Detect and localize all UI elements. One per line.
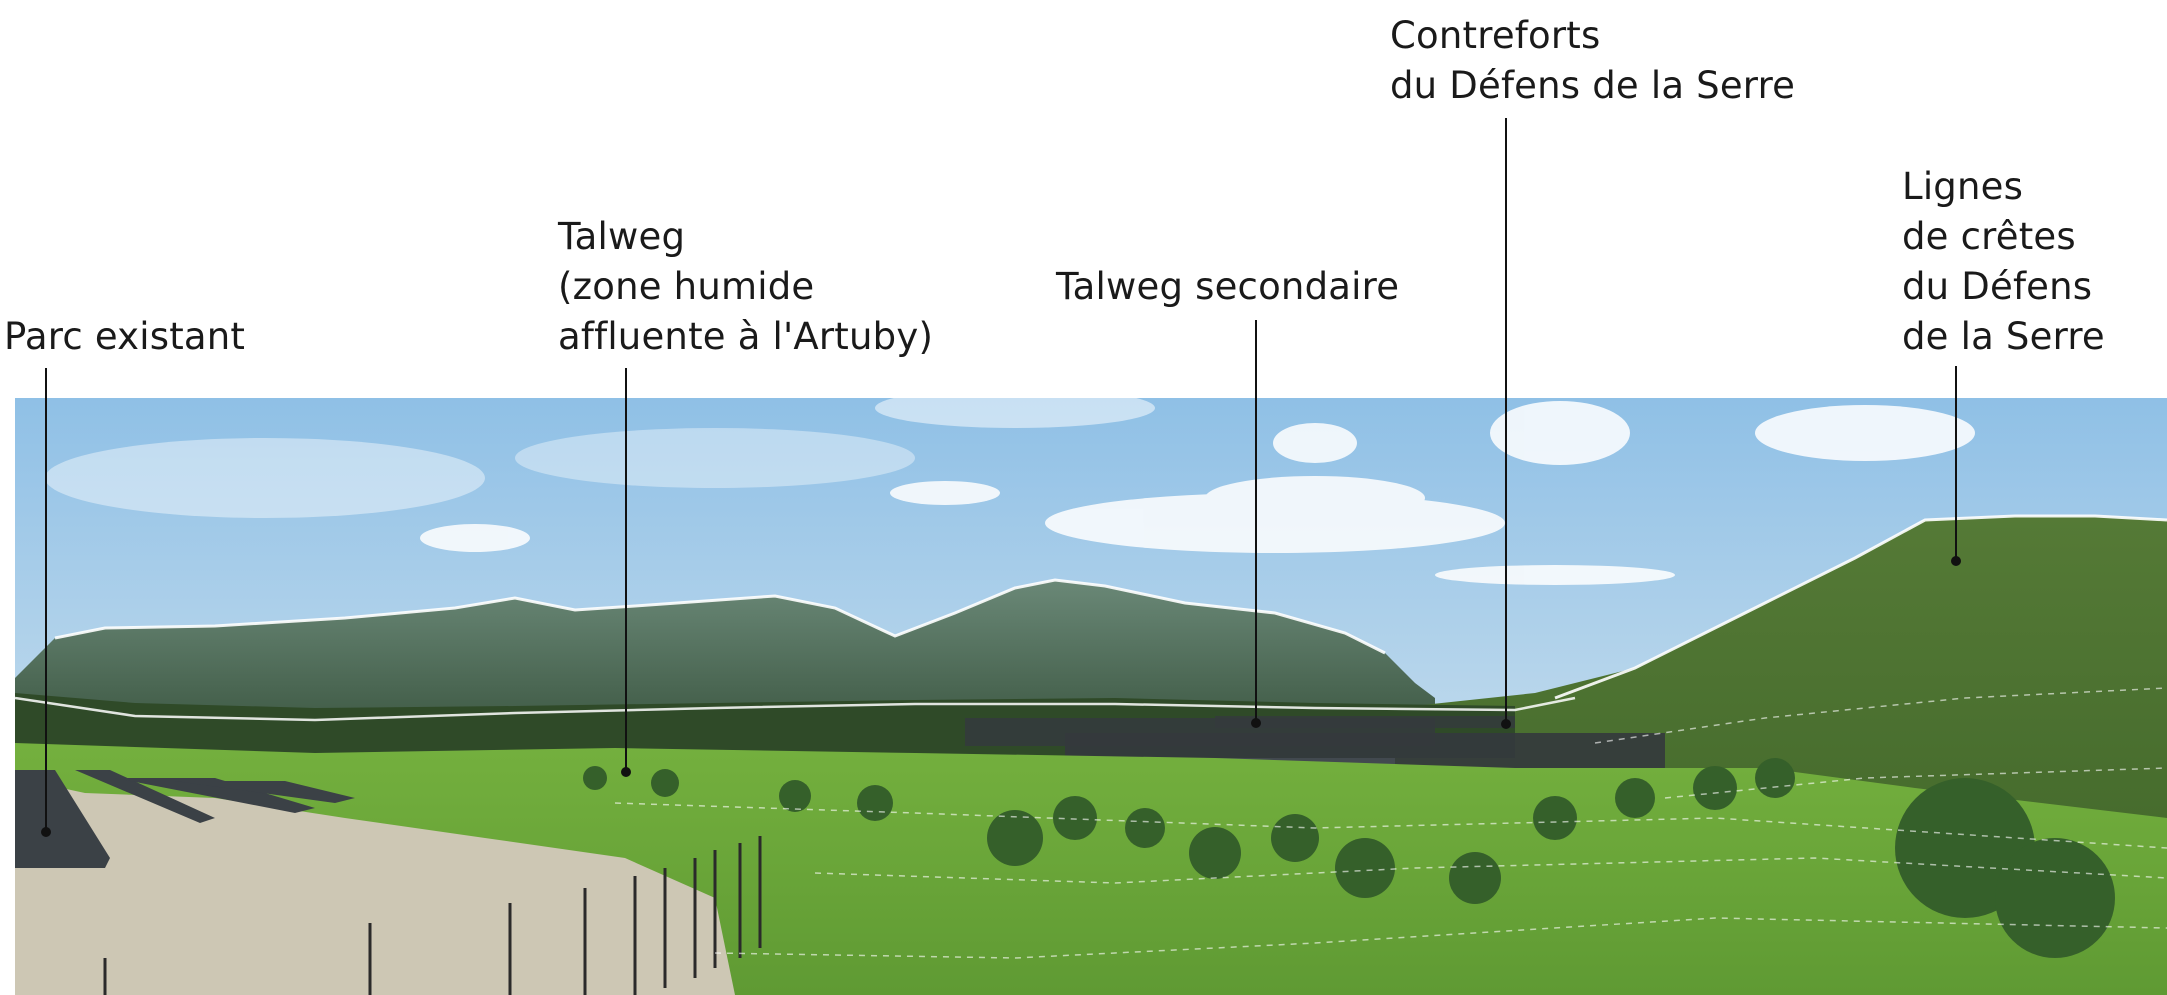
label-parc-existant: Parc existant xyxy=(4,315,246,358)
leader-line-parc xyxy=(41,368,51,837)
label-talweg-secondaire: Talweg secondaire xyxy=(1056,265,1400,308)
ridge-line xyxy=(54,578,1386,655)
leader-line-lignes-de-cretes xyxy=(1951,366,1961,566)
contreforts-line xyxy=(15,696,1576,722)
leader-line-contreforts xyxy=(1501,118,1511,729)
leader-line-talweg-secondaire xyxy=(1251,320,1261,728)
ridge-line-defens xyxy=(1554,514,2167,700)
fence xyxy=(103,836,762,995)
label-lignes-de-cretes: Lignes de crêtes du Défens de la Serre xyxy=(1902,165,2105,358)
label-talweg: Talweg (zone humide affluente à l'Artuby… xyxy=(558,215,934,358)
solar-panels xyxy=(965,716,1665,768)
existing-park-panels xyxy=(15,770,355,868)
landscape-panorama xyxy=(15,398,2167,995)
leader-line-talweg xyxy=(621,368,631,777)
existing-park-ground xyxy=(15,778,735,995)
label-contreforts: Contreforts du Défens de la Serre xyxy=(1390,14,1796,107)
trees xyxy=(583,758,2115,958)
clouds xyxy=(45,398,1975,585)
contour-lines xyxy=(614,687,2167,959)
